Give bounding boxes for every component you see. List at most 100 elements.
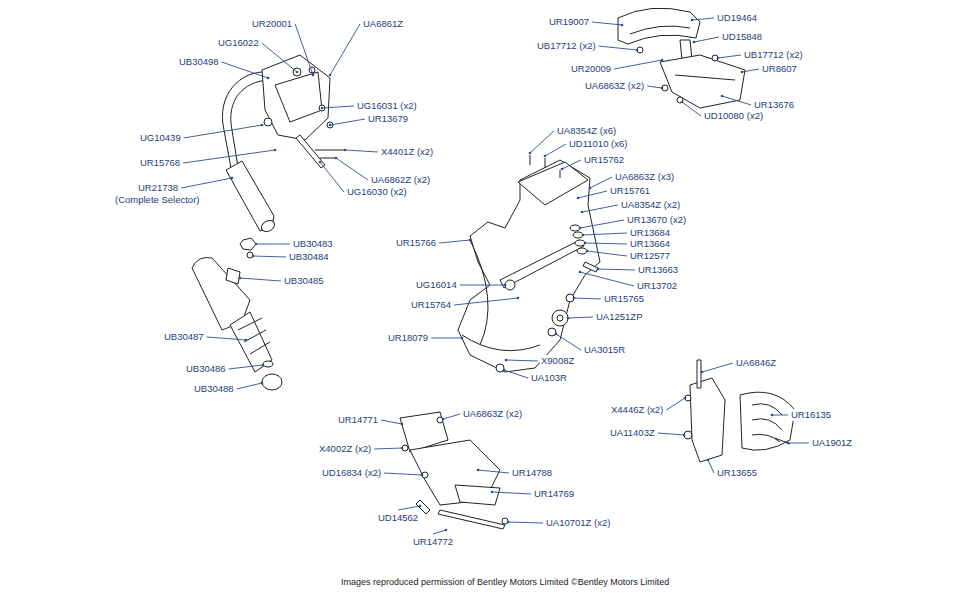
leader-line	[682, 102, 701, 116]
leader-end	[503, 369, 506, 372]
part-number: UR14772	[412, 536, 454, 548]
leader-end	[267, 77, 270, 80]
leader-end	[445, 529, 448, 532]
leader-line	[330, 24, 360, 75]
leader-line	[692, 18, 714, 20]
leader-line	[506, 360, 538, 361]
part-number: UB30485	[283, 275, 325, 287]
part-number: UR13664	[629, 238, 671, 250]
part-number: UD15848	[721, 31, 763, 43]
leader-line	[702, 363, 733, 372]
leader-line	[658, 433, 684, 435]
part-number: UR14788	[511, 467, 553, 479]
part-number: UB30486	[185, 363, 227, 375]
leader-end	[529, 152, 532, 155]
leader-line	[374, 448, 402, 449]
leader-end	[255, 243, 258, 246]
part-number: UA11403Z	[609, 427, 656, 439]
leader-end	[312, 74, 315, 77]
leader-end	[661, 87, 664, 90]
leader-end	[577, 197, 580, 200]
leader-end	[477, 469, 480, 472]
leader-end	[321, 107, 324, 110]
leader-end	[401, 423, 404, 426]
part-number: UA1901Z	[811, 437, 853, 449]
part-number: UR14769	[533, 488, 575, 500]
leader-line	[708, 460, 714, 473]
leader-line	[556, 334, 581, 350]
leader-end	[507, 521, 510, 524]
part-number: UR13670 (x2)	[626, 214, 687, 226]
part-number: UR15764	[410, 299, 452, 311]
leader-end	[296, 71, 299, 74]
leader-line	[184, 125, 262, 138]
leader-end	[581, 211, 584, 214]
leader-line	[336, 158, 368, 180]
part-number: UB30484	[288, 251, 330, 263]
leader-end	[561, 168, 564, 171]
part-number: UB17712 (x2)	[536, 40, 597, 52]
leader-line	[592, 22, 622, 25]
leader-end	[401, 447, 404, 450]
leader-end	[329, 124, 332, 127]
part-number: UR20009	[570, 63, 612, 75]
leader-line	[580, 220, 624, 228]
part-number: UD10080 (x2)	[703, 110, 764, 122]
leader-end	[661, 59, 664, 62]
leader-line	[183, 150, 275, 163]
leader-end	[517, 297, 520, 300]
part-number: UR13702	[636, 280, 678, 292]
part-number: X4446Z (x2)	[610, 404, 664, 416]
leader-line	[384, 473, 422, 475]
leader-end	[701, 371, 704, 374]
part-number: UR15762	[583, 154, 625, 166]
part-number: UR15768	[139, 157, 181, 169]
leader-line	[718, 55, 741, 58]
caption-text: Images reproduced permission of Bentley …	[341, 576, 669, 588]
leader-end	[504, 284, 507, 287]
leader-end	[555, 333, 558, 336]
leader-line	[545, 144, 566, 156]
leader-line	[229, 365, 263, 369]
leader-line	[694, 37, 719, 42]
leader-end	[239, 277, 242, 280]
leader-line	[562, 160, 581, 169]
leader-end	[319, 161, 322, 164]
leader-line	[443, 414, 460, 419]
leader-line	[578, 191, 607, 198]
part-number: UA6846Z	[735, 357, 777, 369]
leader-line	[583, 233, 627, 235]
part-number: UB30498	[178, 56, 220, 68]
leader-end	[329, 74, 332, 77]
leader-end	[262, 364, 265, 367]
leader-line	[585, 243, 627, 244]
leader-end	[636, 49, 639, 52]
leader-end	[707, 459, 710, 462]
leader-end	[491, 491, 494, 494]
leader-line	[262, 43, 297, 72]
leader-end	[261, 124, 264, 127]
leader-end	[544, 155, 547, 158]
leader-line	[222, 62, 268, 78]
part-number: UA8354Z (x2)	[620, 199, 681, 211]
part-number: UA6863Z (x2)	[584, 80, 645, 92]
part-number: (Complete Selector)	[114, 194, 200, 206]
part-number: UG16031 (x2)	[356, 100, 418, 112]
leader-line	[431, 338, 462, 339]
part-number: UR13655	[716, 467, 758, 479]
leader-end	[721, 95, 724, 98]
part-number: UG10439	[139, 132, 182, 144]
part-number: UB30488	[193, 383, 235, 395]
leader-line	[398, 506, 420, 510]
leader-end	[252, 255, 255, 258]
leader-end	[419, 505, 422, 508]
part-number: X4401Z (x2)	[380, 146, 434, 158]
leader-line	[722, 96, 751, 105]
part-number: UR19007	[548, 16, 590, 28]
part-number: UR20001	[251, 18, 293, 30]
part-number: UA6863Z (x3)	[614, 171, 675, 183]
leader-end	[469, 239, 472, 242]
